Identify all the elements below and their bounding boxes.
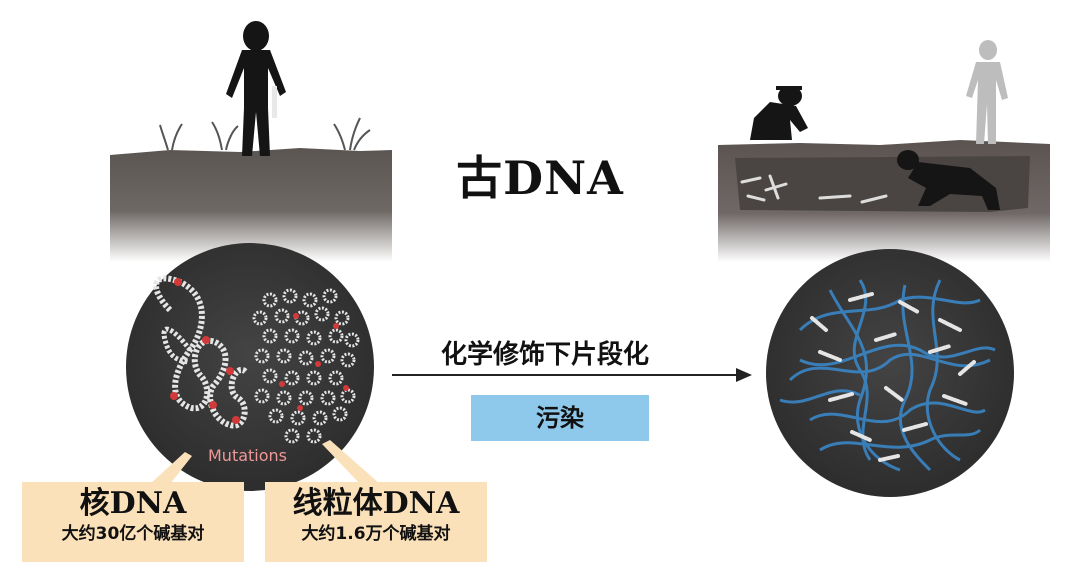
nuclear-dna-title: 核DNA xyxy=(79,486,187,521)
standing-archaeologist xyxy=(966,40,1008,144)
bones xyxy=(740,174,888,204)
crawling-archaeologist xyxy=(897,150,1000,210)
ancient-human-silhouette xyxy=(226,21,286,156)
nuclear-mutation-dots xyxy=(170,278,240,424)
grass xyxy=(159,117,371,151)
nuclear-dna-label: 核DNA 大约30亿个碱基对 xyxy=(22,482,244,562)
mutations-label: Mutations xyxy=(208,446,288,465)
callout-lines xyxy=(150,440,380,484)
contamination-badge: 污染 xyxy=(471,395,649,441)
kneeling-archaeologist xyxy=(750,86,808,140)
contaminant-fragments xyxy=(779,279,996,472)
arrow xyxy=(392,368,752,382)
nuclear-dna-loop xyxy=(161,326,192,365)
process-label: 化学修饰下片段化 xyxy=(440,340,649,370)
mito-mutation-dots xyxy=(279,313,349,411)
nuclear-dna-subtitle: 大约30亿个碱基对 xyxy=(61,524,205,544)
mito-dna-subtitle: 大约1.6万个碱基对 xyxy=(301,524,451,544)
ancient-dna-fragments xyxy=(810,292,976,462)
nuclear-dna-strand xyxy=(153,275,249,429)
mito-dna-label: 线粒体DNA 大约1.6万个碱基对 xyxy=(265,482,487,562)
left-ground xyxy=(110,148,392,262)
mito-dna-title: 线粒体DNA xyxy=(292,486,460,521)
degraded-dna-circle xyxy=(766,249,1014,497)
bone-club xyxy=(272,86,277,118)
mito-dna-rings xyxy=(252,288,360,444)
page-title: 古DNA xyxy=(456,151,624,205)
